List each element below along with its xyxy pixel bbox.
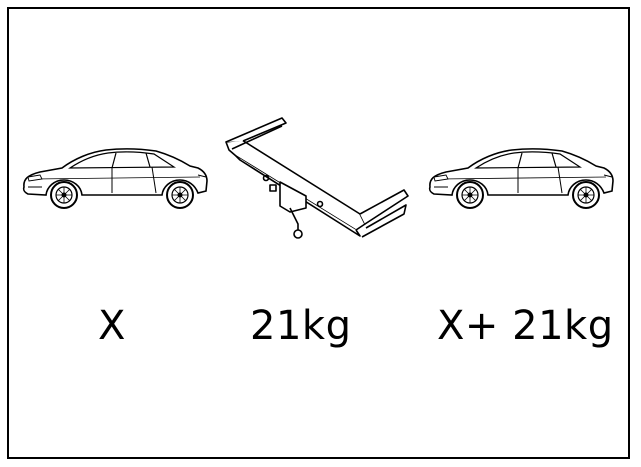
diagram-frame (7, 7, 630, 459)
label-tow-bar-weight: 21kg (250, 303, 352, 349)
label-total-weight: X+ 21kg (437, 303, 614, 349)
car-icon-left (22, 147, 209, 209)
car-icon-right (428, 147, 614, 209)
label-car-weight: X (98, 303, 126, 349)
tow-bar-icon (225, 117, 409, 239)
